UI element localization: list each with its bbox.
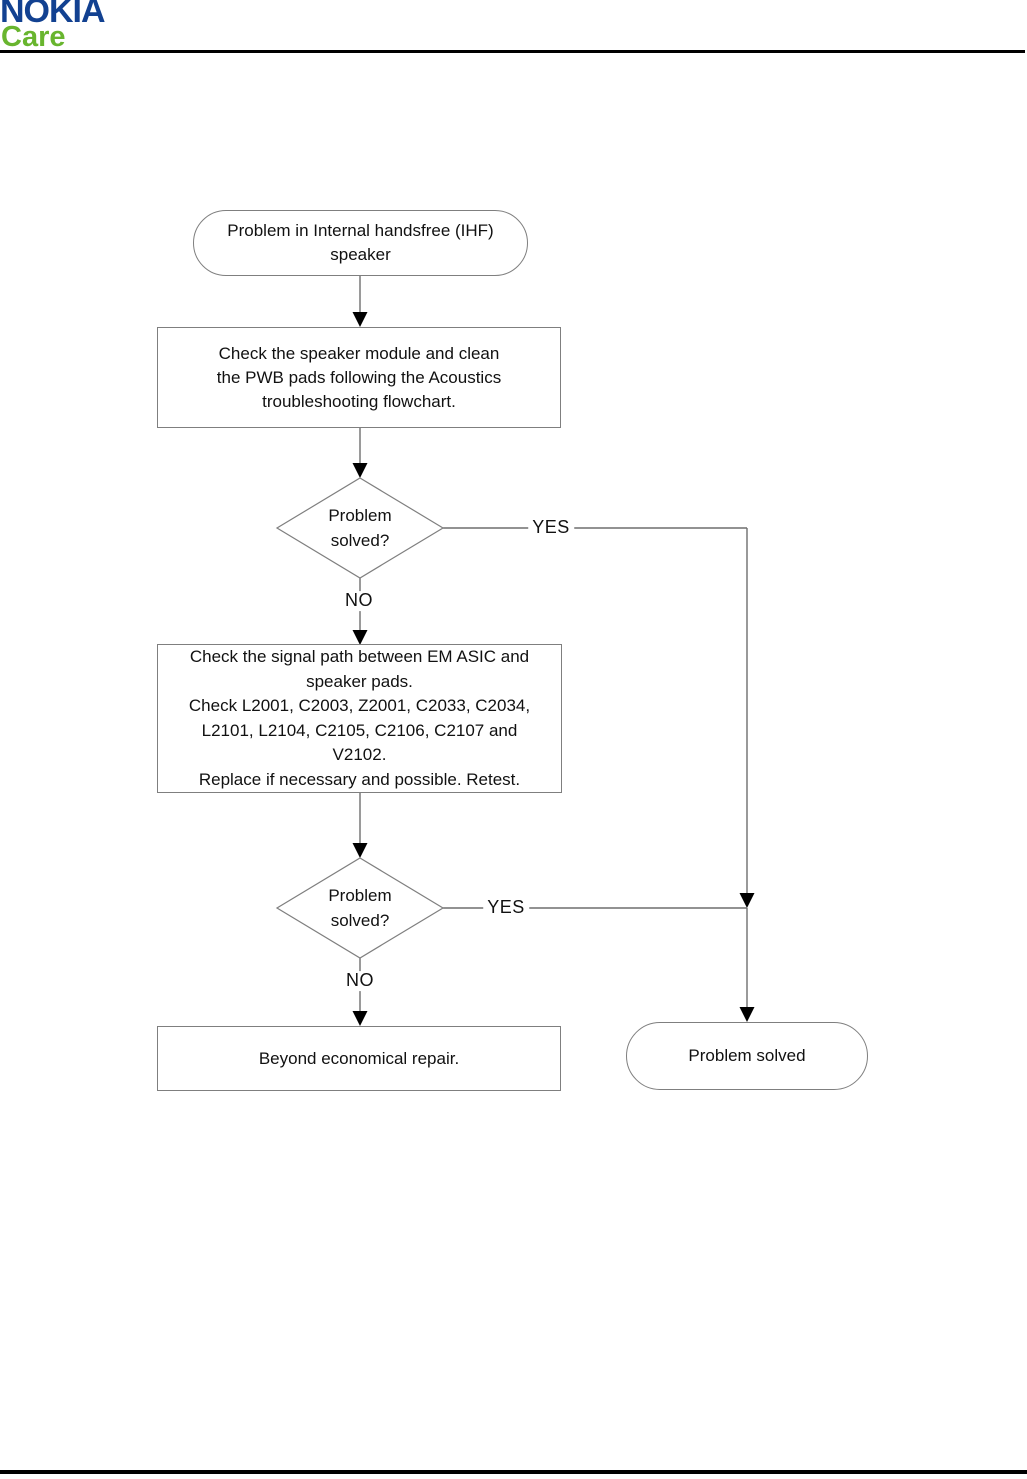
decision2-yes-label: YES: [483, 897, 529, 918]
flowchart-decision1-text: Problem solved?: [328, 506, 392, 550]
decision1-yes-label: YES: [528, 517, 574, 538]
flowchart-step-check-signal-path: Check the signal path between EM ASIC an…: [157, 644, 562, 793]
decision1-no-label: NO: [341, 590, 377, 611]
care-logo: Care: [1, 21, 66, 53]
decision1-diamond: [275, 477, 445, 579]
flowchart-start-node: Problem in Internal handsfree (IHF) spea…: [193, 210, 528, 276]
header-divider: [0, 50, 1025, 53]
flowchart-end-beyond-repair: Beyond economical repair.: [157, 1026, 561, 1091]
decision2-no-label: NO: [342, 970, 378, 991]
arrowhead-into-decision1: [352, 463, 368, 478]
decision2-diamond: [275, 857, 445, 959]
nokia-logo: NOKIA: [0, 0, 106, 30]
arrowhead-into-step1: [352, 312, 368, 327]
arrowhead-into-end-solved: [739, 1007, 755, 1022]
arrowhead-into-step2: [352, 630, 368, 645]
flowchart-decision2-text: Problem solved?: [328, 886, 392, 930]
arrowhead-into-decision2: [352, 843, 368, 858]
flowchart-step-check-speaker: Check the speaker module and clean the P…: [157, 327, 561, 428]
flowchart-end-problem-solved: Problem solved: [626, 1022, 868, 1090]
arrowhead-at-junction: [739, 893, 755, 908]
arrowhead-into-end-beyond-repair: [352, 1011, 368, 1026]
footer-divider: [0, 1470, 1027, 1474]
